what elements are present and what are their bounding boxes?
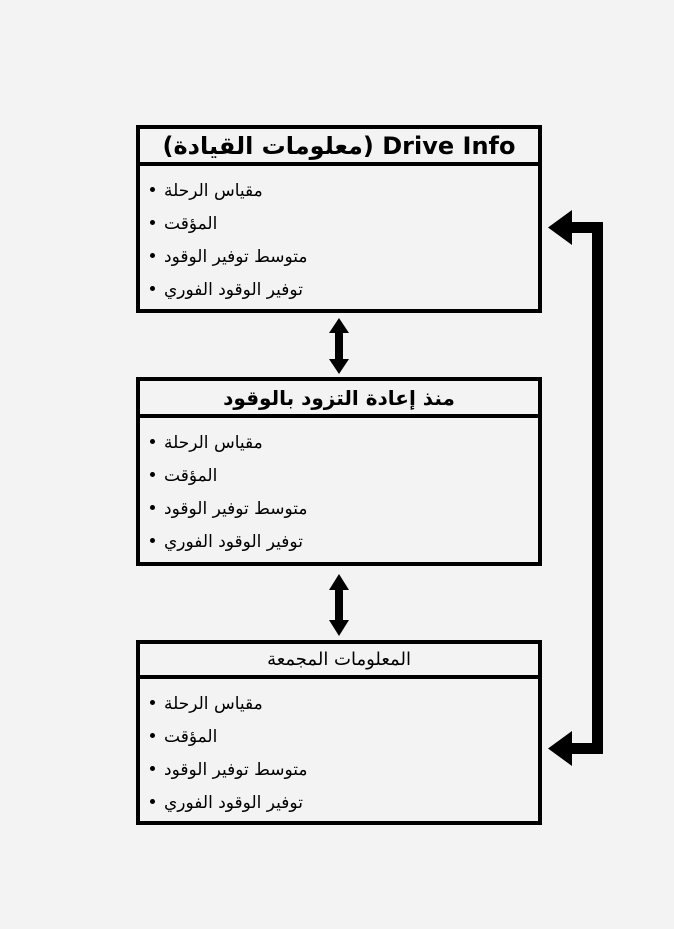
connector-bracket-drive-info-to-aggregate	[548, 208, 608, 768]
list-item-label: المؤقت	[164, 465, 218, 486]
bullet-icon	[150, 253, 155, 258]
bullet-icon	[150, 286, 155, 291]
bullet-icon	[150, 439, 155, 444]
bullet-icon	[150, 766, 155, 771]
bullet-icon	[150, 733, 155, 738]
list-item-label: متوسط توفير الوقود	[164, 246, 308, 267]
bullet-icon	[150, 799, 155, 804]
box-aggregate-info-title: المعلومات المجمعة	[140, 644, 538, 679]
box-since-refuel-title: منذ إعادة التزود بالوقود	[140, 381, 538, 418]
list-item-label: توفير الوقود الفوري	[164, 279, 303, 300]
box-since-refuel-items: مقياس الرحلة المؤقت متوسط توفير الوقود ت…	[140, 418, 538, 562]
list-item: توفير الوقود الفوري	[150, 273, 524, 306]
connector-drive-info-to-since-refuel	[324, 318, 354, 374]
list-item: المؤقت	[150, 459, 524, 492]
box-since-refuel[interactable]: منذ إعادة التزود بالوقود مقياس الرحلة ال…	[136, 377, 542, 566]
bullet-icon	[150, 700, 155, 705]
box-drive-info-items: مقياس الرحلة المؤقت متوسط توفير الوقود ت…	[140, 166, 538, 309]
list-item: مقياس الرحلة	[150, 174, 524, 207]
box-aggregate-info-items: مقياس الرحلة المؤقت متوسط توفير الوقود ت…	[140, 679, 538, 821]
list-item: المؤقت	[150, 207, 524, 240]
box-drive-info-title: Drive Info (معلومات القيادة)	[140, 129, 538, 166]
bullet-icon	[150, 505, 155, 510]
list-item: متوسط توفير الوقود	[150, 240, 524, 273]
list-item-label: مقياس الرحلة	[164, 693, 263, 714]
list-item: توفير الوقود الفوري	[150, 525, 524, 558]
box-aggregate-info[interactable]: المعلومات المجمعة مقياس الرحلة المؤقت مت…	[136, 640, 542, 825]
list-item-label: توفير الوقود الفوري	[164, 531, 303, 552]
list-item: متوسط توفير الوقود	[150, 753, 524, 786]
list-item-label: المؤقت	[164, 726, 218, 747]
list-item: مقياس الرحلة	[150, 426, 524, 459]
list-item-label: توفير الوقود الفوري	[164, 792, 303, 813]
list-item-label: المؤقت	[164, 213, 218, 234]
box-drive-info[interactable]: Drive Info (معلومات القيادة) مقياس الرحل…	[136, 125, 542, 313]
connector-since-refuel-to-aggregate	[324, 574, 354, 636]
list-item: متوسط توفير الوقود	[150, 492, 524, 525]
bullet-icon	[150, 220, 155, 225]
list-item: توفير الوقود الفوري	[150, 786, 524, 819]
list-item: المؤقت	[150, 720, 524, 753]
bullet-icon	[150, 187, 155, 192]
list-item: مقياس الرحلة	[150, 687, 524, 720]
list-item-label: مقياس الرحلة	[164, 432, 263, 453]
list-item-label: مقياس الرحلة	[164, 180, 263, 201]
list-item-label: متوسط توفير الوقود	[164, 498, 308, 519]
list-item-label: متوسط توفير الوقود	[164, 759, 308, 780]
bullet-icon	[150, 538, 155, 543]
bullet-icon	[150, 472, 155, 477]
